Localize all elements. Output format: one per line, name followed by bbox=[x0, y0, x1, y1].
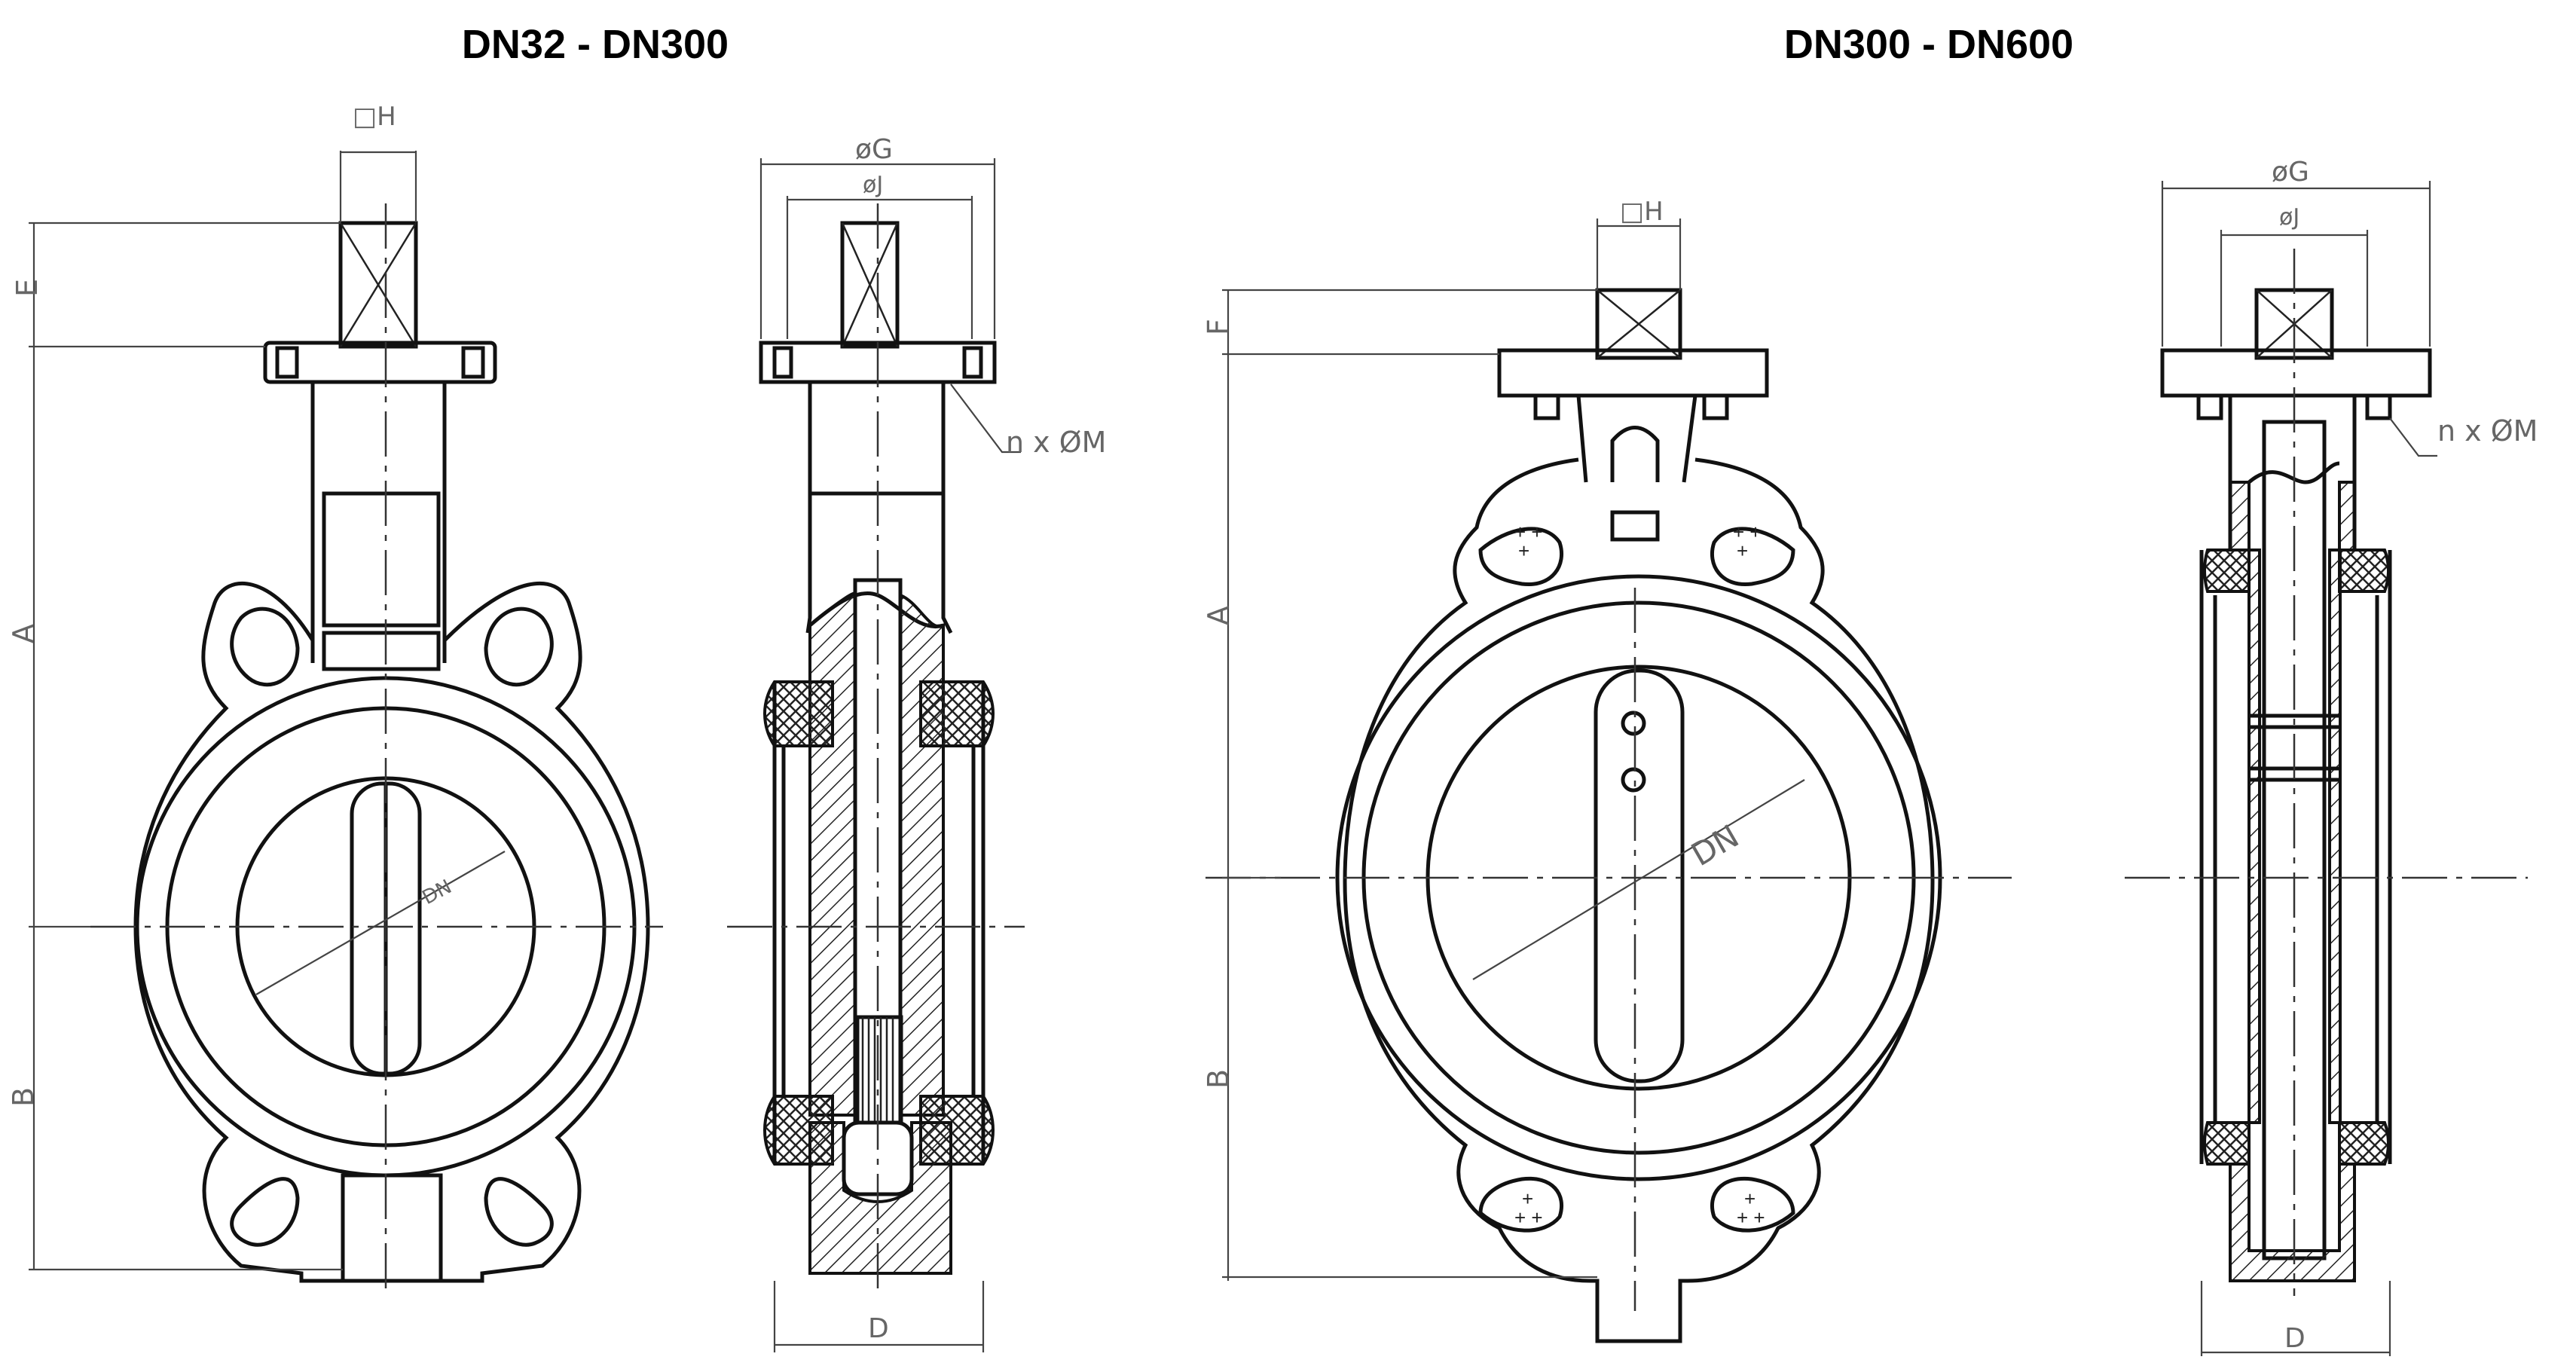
svg-text:+: + bbox=[1518, 539, 1529, 562]
dim-label-e: E bbox=[11, 279, 44, 297]
small-valve-front-view: DN □H E A B bbox=[7, 102, 663, 1296]
large-valve-front-view: + + + + + + + + + + + + DN □H F A B bbox=[1202, 197, 2012, 1343]
dim-label-b-left: B bbox=[7, 1087, 40, 1107]
dn-label-large: DN bbox=[1685, 817, 1745, 873]
dim-label-g-left: øG bbox=[855, 134, 893, 165]
large-valve-side-section: øG øJ n x ØM D bbox=[2125, 157, 2538, 1356]
svg-text:+ +: + + bbox=[1514, 521, 1543, 543]
svg-text:+: + bbox=[1737, 539, 1748, 562]
bolt-callout-right: n x ØM bbox=[2437, 414, 2538, 448]
small-valve-side-section: øG øJ n x ØM D bbox=[727, 134, 1106, 1352]
dim-label-g-right: øG bbox=[2272, 157, 2309, 188]
dn-label: DN bbox=[419, 875, 456, 909]
dim-label-a-right: A bbox=[1202, 606, 1235, 625]
svg-text:+: + bbox=[1522, 1187, 1533, 1210]
dim-label-h: □H bbox=[353, 102, 396, 132]
drawing-title-large-range: DN300 - DN600 bbox=[1783, 22, 2074, 67]
svg-text:+ +: + + bbox=[1514, 1206, 1543, 1229]
bolt-callout-left: n x ØM bbox=[1006, 426, 1106, 459]
drawing-title-small-range: DN32 - DN300 bbox=[461, 22, 729, 67]
svg-text:+ +: + + bbox=[1737, 1206, 1765, 1229]
dim-label-h-large: □H bbox=[1620, 197, 1664, 227]
dim-label-j-right: øJ bbox=[2279, 204, 2299, 231]
dim-label-b-right: B bbox=[1202, 1069, 1235, 1089]
svg-text:+ +: + + bbox=[1733, 521, 1762, 543]
dim-label-j-left: øJ bbox=[863, 172, 883, 198]
dim-label-d-right: D bbox=[2284, 1323, 2306, 1354]
dim-label-a-left: A bbox=[7, 624, 40, 643]
dim-label-d-left: D bbox=[868, 1313, 889, 1344]
svg-text:+: + bbox=[1744, 1187, 1756, 1210]
dim-label-f: F bbox=[1202, 319, 1235, 335]
